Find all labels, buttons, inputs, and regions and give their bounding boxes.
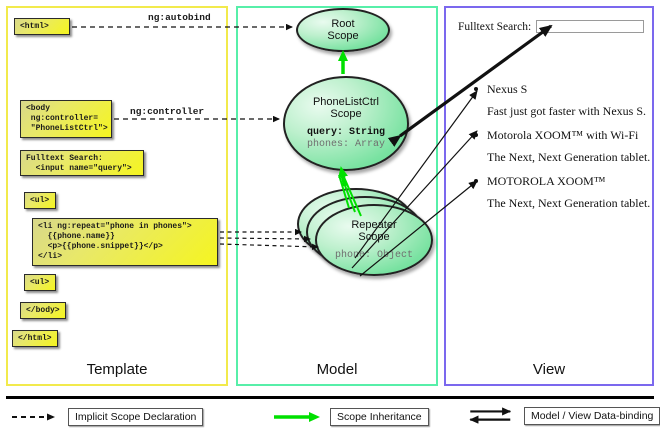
ng-controller-label: ng:controller [130, 106, 205, 117]
legend-label-binding: Model / View Data-binding [524, 407, 660, 425]
legend-label-inheritance: Scope Inheritance [330, 408, 429, 426]
legend: Implicit Scope Declaration Scope Inherit… [0, 404, 660, 432]
phonelist-scope-title-2: Scope [330, 108, 362, 120]
model-column-label: Model [316, 361, 358, 378]
list-item: MOTOROLA XOOM™ The Next, Next Generation… [472, 172, 651, 212]
dashed-arrow-icon [12, 413, 55, 421]
phone-snippet: The Next, Next Generation tablet. [487, 150, 651, 164]
phonelistctrl-scope-ellipse: PhoneListCtrl Scope query: String phones… [283, 76, 409, 171]
root-scope-ellipse: Root Scope [296, 8, 390, 52]
ul-open-box: <ul> [24, 192, 56, 209]
fulltext-search-label: Fulltext Search: [458, 20, 532, 33]
ng-autobind-label: ng:autobind [148, 12, 211, 23]
phone-name: Nexus S [472, 80, 646, 98]
phone-list: Nexus S Fast just got faster with Nexus … [472, 80, 651, 218]
phone-name: MOTOROLA XOOM™ [472, 172, 646, 190]
legend-label-implicit: Implicit Scope Declaration [68, 408, 204, 426]
phonelist-scope-prop-phones: phones: Array [306, 139, 385, 150]
phone-name-text: Motorola XOOM™ with Wi-Fi [487, 128, 639, 142]
repeater-scope-title-1: Repeater [351, 218, 397, 231]
double-arrow-icon [469, 407, 512, 424]
phone-snippet: The Next, Next Generation tablet. [487, 196, 651, 210]
legend-item-binding: Model / View Data-binding [466, 405, 660, 427]
green-arrow-icon [274, 412, 320, 422]
root-scope-title-2: Scope [327, 30, 359, 42]
legend-divider [6, 396, 654, 399]
phone-name-text: MOTOROLA XOOM™ [487, 174, 606, 188]
html-open-box: <html> [14, 18, 70, 35]
li-repeat-box: <li ng:repeat="phone in phones"> {{phone… [32, 218, 218, 266]
bullet-icon [474, 87, 478, 91]
diagram-area: Template <html> <body ng:controller= "Ph… [6, 6, 654, 386]
legend-item-implicit: Implicit Scope Declaration [10, 406, 204, 428]
view-column: Fulltext Search: Nexus S Fast just got f… [444, 6, 654, 386]
root-scope-title-1: Root [331, 18, 355, 30]
fulltext-search-input[interactable] [536, 20, 645, 33]
list-item: Motorola XOOM™ with Wi-Fi The Next, Next… [472, 126, 651, 166]
bullet-icon [474, 179, 478, 183]
ul-close-box: <ul> [24, 274, 56, 291]
view-content: Fulltext Search: Nexus S Fast just got f… [446, 8, 652, 384]
body-close-box: </body> [20, 302, 66, 319]
bullet-icon [474, 133, 478, 137]
repeater-scope-prop-phone: phone: Object [334, 249, 413, 261]
repeater-scope-title-2: Scope [358, 230, 390, 243]
view-column-label: View [532, 361, 566, 378]
phone-snippet: Fast just got faster with Nexus S. [487, 104, 646, 118]
list-item: Nexus S Fast just got faster with Nexus … [472, 80, 646, 120]
phone-name-text: Nexus S [487, 82, 528, 96]
template-column-label: Template [86, 361, 148, 378]
phone-name: Motorola XOOM™ with Wi-Fi [472, 126, 646, 144]
html-close-box: </html> [12, 330, 58, 347]
repeater-scope-ellipse-front: Repeater Scope phone: Object [315, 204, 433, 276]
legend-item-inheritance: Scope Inheritance [272, 406, 429, 428]
phonelist-scope-prop-query: query: String [306, 127, 385, 138]
body-controller-box: <body ng:controller= "PhoneListCtrl"> [20, 100, 112, 138]
fulltext-search-box: Fulltext Search: <input name="query"> [20, 150, 144, 176]
phonelist-scope-title-1: PhoneListCtrl [312, 96, 380, 108]
fulltext-search-row: Fulltext Search: [458, 20, 645, 33]
